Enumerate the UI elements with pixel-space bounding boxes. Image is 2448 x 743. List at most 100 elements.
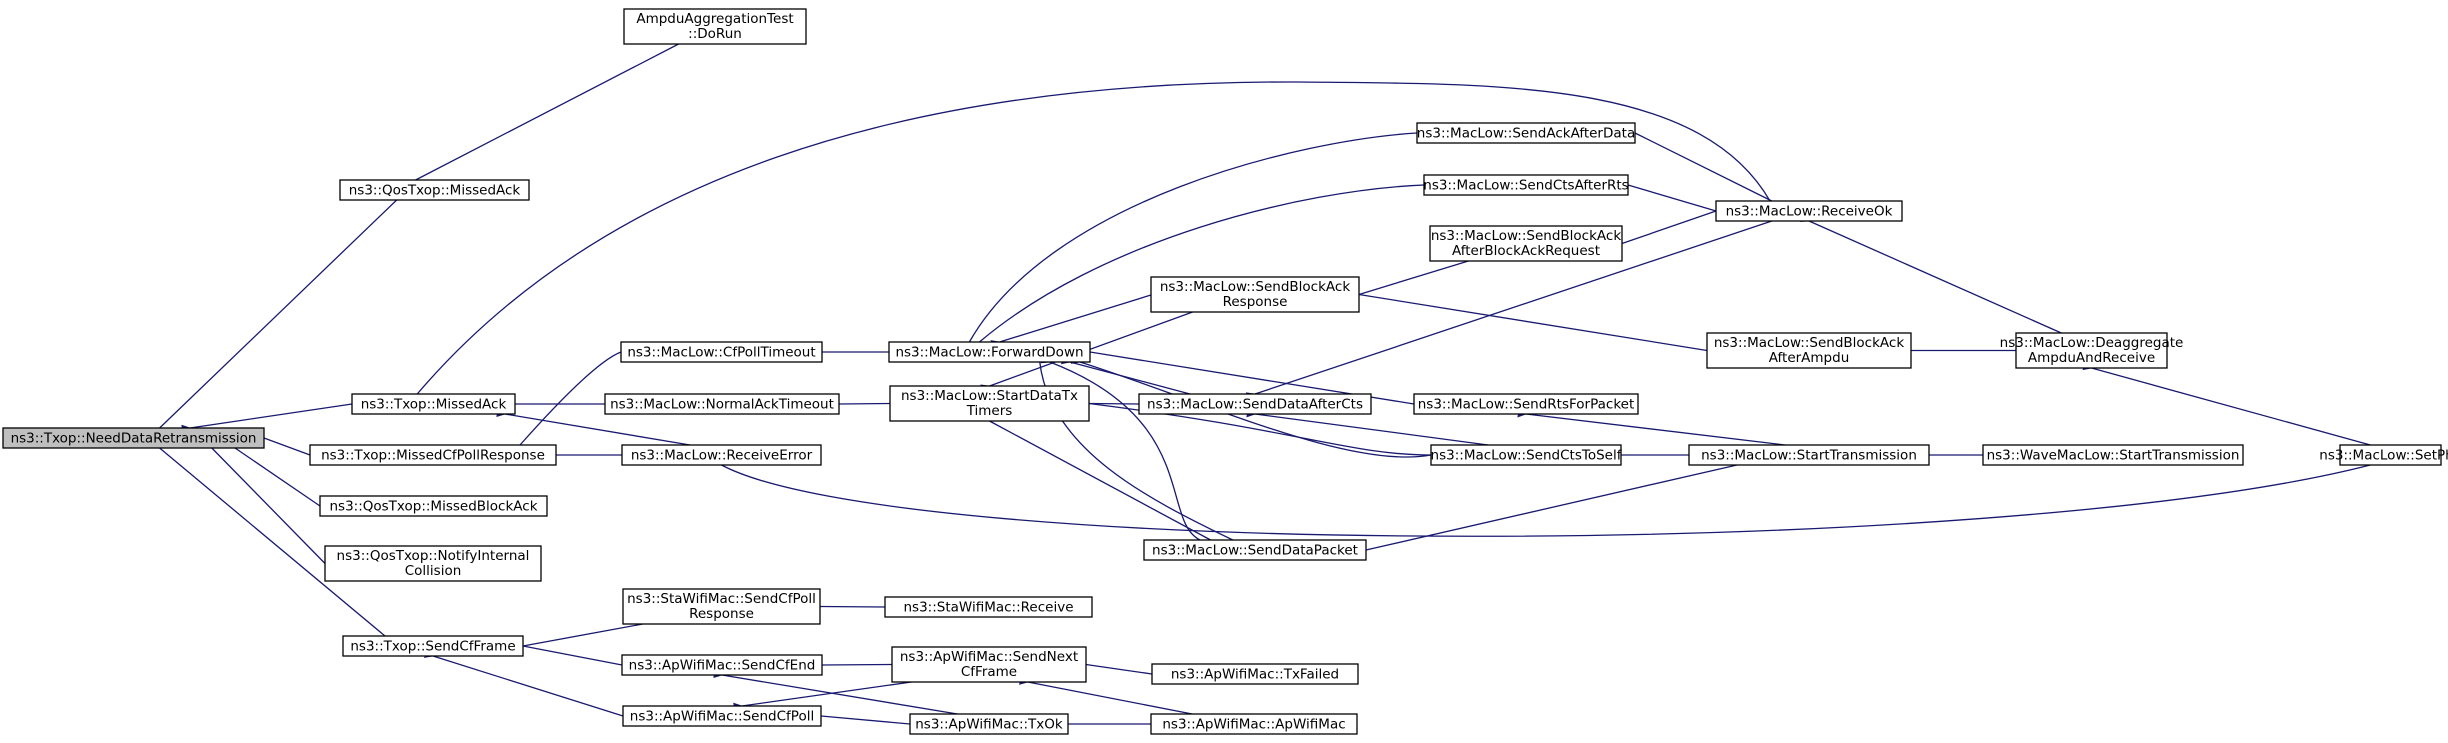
node-receiveok[interactable]: ns3::MacLow::ReceiveOk [1715, 200, 1903, 222]
node-label: ns3::MacLow::SendBlockAck [1714, 335, 1904, 351]
node-label: Response [689, 606, 754, 622]
edge-from-qostxop_missedblockack [225, 439, 321, 507]
node-label: CfFrame [961, 664, 1017, 680]
node-box [342, 635, 524, 657]
node-box [2, 427, 265, 449]
edge-from-receiveok [1618, 178, 1717, 212]
edge-from-sendctstoself [1246, 408, 1489, 446]
node-forwarddown[interactable]: ns3::MacLow::ForwardDown [888, 341, 1091, 363]
node-label: ns3::StaWifiMac::Receive [903, 600, 1073, 616]
node-label: ns3::StaWifiMac::SendCfPoll [627, 591, 816, 607]
node-txop-missedcfpoll[interactable]: ns3::Txop::MissedCfPollResponse [309, 444, 557, 466]
node-normalacktimeout[interactable]: ns3::MacLow::NormalAckTimeout [604, 393, 840, 415]
node-box [884, 596, 1093, 618]
node-label: ns3::MacLow::SendDataPacket [1152, 543, 1358, 559]
node-label: ns3::WaveMacLow::StartTransmission [1987, 448, 2240, 464]
node-sta-receive[interactable]: ns3::StaWifiMac::Receive [884, 596, 1093, 618]
edge-from-ap_txok [713, 669, 958, 715]
node-setphy[interactable]: ns3::MacLow::SetPhy [2319, 444, 2448, 466]
edge-from-txop_missedack [181, 403, 353, 434]
node-box [622, 588, 821, 625]
node-box [1688, 444, 1930, 466]
node-txop-sendcfframe[interactable]: ns3::Txop::SendCfFrame [342, 635, 524, 657]
node-box [1982, 444, 2244, 466]
node-box [889, 385, 1090, 422]
node-sendblockackafterbar[interactable]: ns3::MacLow::SendBlockAckAfterBlockAckRe… [1429, 225, 1623, 262]
edge-from-receiveerror [496, 408, 691, 446]
node-box [604, 393, 840, 415]
node-qostxop-missedblockack[interactable]: ns3::QosTxop::MissedBlockAck [319, 495, 548, 517]
node-cfpolltimeout[interactable]: ns3::MacLow::CfPollTimeout [620, 341, 823, 363]
edge-from-txop_missedcfpoll [254, 430, 311, 456]
edge-from-cfpolltimeout [511, 351, 622, 455]
node-label: ns3::MacLow::StartDataTx [901, 388, 1078, 404]
edge-from-receiveok [1625, 125, 1773, 202]
node-box [1138, 393, 1372, 415]
node-ap-sendcfpoll[interactable]: ns3::ApWifiMac::SendCfPoll [622, 705, 822, 727]
node-box [1416, 122, 1636, 144]
node-box [1706, 332, 1912, 369]
node-label: ns3::QosTxop::MissedAck [349, 183, 521, 199]
node-label: ns3::MacLow::Deaggregate [2000, 335, 2184, 351]
node-sendackafterdata[interactable]: ns3::MacLow::SendAckAfterData [1416, 122, 1636, 144]
node-label: ns3::MacLow::SendBlockAck [1431, 228, 1621, 244]
node-label: ns3::ApWifiMac::TxFailed [1171, 667, 1339, 683]
node-qostxop-missedack[interactable]: ns3::QosTxop::MissedAck [339, 179, 530, 201]
edge-from-senddataaftercts [1080, 398, 1140, 408]
node-box [621, 444, 822, 466]
edge-from-senddatapacket [980, 413, 1211, 541]
edge-from-qostxop_missedack [150, 199, 398, 437]
node-label: AfterBlockAckRequest [1452, 243, 1600, 259]
node-ap-txok[interactable]: ns3::ApWifiMac::TxOk [909, 713, 1069, 735]
node-label: ns3::MacLow::ForwardDown [895, 345, 1083, 361]
node-ap-txfailed[interactable]: ns3::ApWifiMac::TxFailed [1151, 663, 1359, 685]
node-ap-apwifimac[interactable]: ns3::ApWifiMac::ApWifiMac [1150, 713, 1358, 735]
edge-from-sta_receive [811, 601, 886, 611]
edge-from-deaggregate [1799, 213, 2062, 334]
node-txop-missedack[interactable]: ns3::Txop::MissedAck [351, 393, 516, 415]
node-box [1143, 539, 1367, 561]
edge-from-ap_sendcfend [514, 640, 623, 666]
node-label: ns3::Txop::MissedCfPollResponse [321, 448, 545, 464]
node-root[interactable]: ns3::Txop::NeedDataRetransmission [2, 427, 265, 449]
node-box [1150, 713, 1358, 735]
node-box [339, 179, 530, 201]
edge-from-ap_sendnextcfframe [813, 660, 893, 670]
node-label: ns3::MacLow::SendRtsForPacket [1418, 397, 1635, 413]
node-wavemaclow[interactable]: ns3::WaveMacLow::StartTransmission [1982, 444, 2244, 466]
node-label: ns3::ApWifiMac::SendNext [900, 649, 1078, 665]
node-label: ns3::QosTxop::MissedBlockAck [329, 499, 537, 515]
edge-from-qostxop_notify [202, 439, 326, 564]
edge-from-senddataaftercts [1060, 355, 1191, 395]
node-ap-sendcfend[interactable]: ns3::ApWifiMac::SendCfEnd [621, 654, 823, 676]
edge-from-ampdu_test [406, 43, 679, 188]
node-senddataaftercts[interactable]: ns3::MacLow::SendDataAfterCts [1138, 393, 1372, 415]
node-ampdu-test[interactable]: AmpduAggregationTest::DoRun [623, 8, 807, 45]
node-box [351, 393, 516, 415]
node-label: ns3::MacLow::SendAckAfterData [1417, 126, 1635, 142]
node-box [1423, 174, 1629, 196]
edge-from-txop_sendcfframe [150, 439, 386, 637]
node-sendrtsforpacket[interactable]: ns3::MacLow::SendRtsForPacket [1413, 393, 1639, 415]
node-box [319, 495, 548, 517]
node-senddatapacket[interactable]: ns3::MacLow::SendDataPacket [1143, 539, 1367, 561]
node-sendctsafterrts[interactable]: ns3::MacLow::SendCtsAfterRts [1423, 174, 1629, 196]
node-label: AfterAmpdu [1769, 350, 1850, 366]
node-label: ns3::MacLow::SendCtsAfterRts [1423, 178, 1628, 194]
edge-from-sendblockackafterampdu [1350, 288, 1708, 352]
edge-from-sendackafterdata [961, 132, 1418, 352]
node-label: ns3::Txop::MissedAck [361, 397, 507, 413]
edge-from-receiveok [408, 81, 1771, 404]
node-receiveerror[interactable]: ns3::MacLow::ReceiveError [621, 444, 822, 466]
node-starttransmission[interactable]: ns3::MacLow::StartTransmission [1688, 444, 1930, 466]
node-sendctstoself[interactable]: ns3::MacLow::SendCtsToSelf [1430, 444, 1623, 466]
node-box [888, 341, 1091, 363]
